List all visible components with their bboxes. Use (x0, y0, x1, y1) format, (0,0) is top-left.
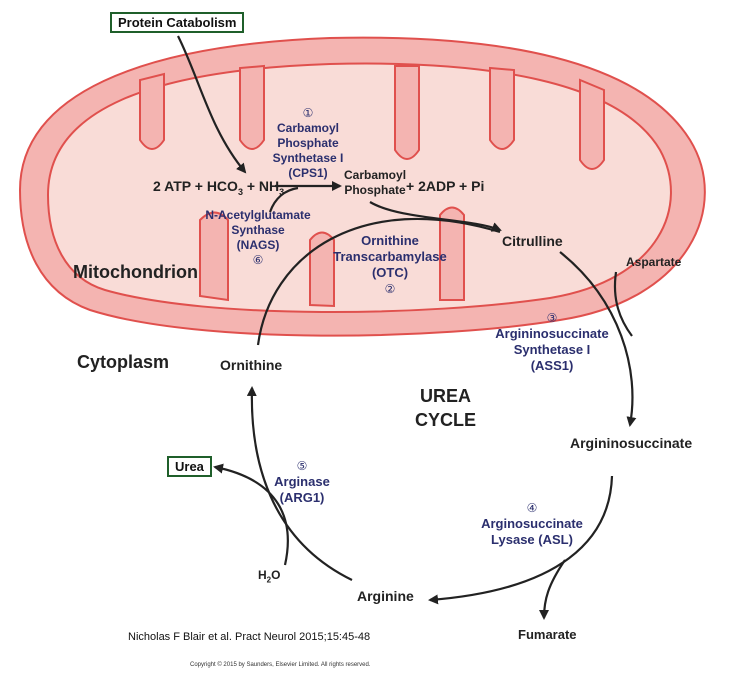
enzyme-cps1-line2: Phosphate (277, 136, 339, 150)
arrow-argininosuccinate-to-arginine (428, 475, 614, 605)
arrow-cp-to-citrulline (369, 201, 502, 232)
enzyme-otc: Ornithine Transcarbamylase (OTC) ② (328, 233, 452, 297)
byproducts-label: + 2ADP + Pi (406, 178, 485, 194)
arrow-nags-activation (268, 186, 299, 213)
cycle-title-line1: UREA (420, 386, 472, 406)
enzyme-nags: N-Acetylglutamate Synthase (NAGS) ⑥ (196, 208, 320, 268)
substrates-text-b: + NH (242, 178, 280, 194)
enzyme-cps1-line4: (CPS1) (288, 166, 328, 180)
water-subscript: 2 (266, 575, 272, 585)
enzyme-otc-line1: Ornithine (361, 233, 419, 248)
enzyme-nags-line1: N-Acetylglutamate (205, 208, 311, 222)
enzyme-otc-line3: (OTC) (371, 265, 409, 280)
citation: Nicholas F Blair et al. Pract Neurol 201… (128, 631, 371, 643)
enzyme-cps1-line1: Carbamoyl (276, 121, 340, 135)
water-o: O (271, 568, 281, 582)
enzyme-ass1-number: ③ (546, 311, 558, 325)
arrow-ornithine-to-citrulline (256, 217, 501, 346)
enzyme-asl: ④ Arginosuccinate Lysase (ASL) (470, 500, 594, 548)
enzyme-arg1-line1: Arginase (274, 474, 330, 489)
enzyme-asl-number: ④ (526, 501, 538, 515)
enzyme-otc-line2: Transcarbamylase (333, 249, 447, 264)
arrow-to-urea (213, 463, 289, 566)
water-label: H2O (258, 568, 280, 584)
carbamoyl-phosphate-label: Carbamoyl Phosphate (344, 168, 406, 198)
mitochondrion-label: Mitochondrion (73, 262, 198, 282)
enzyme-nags-line2: Synthase (231, 223, 285, 237)
carbamoyl-line1: Carbamoyl (344, 168, 407, 182)
arrow-aspartate-in (613, 271, 633, 337)
enzyme-asl-line1: Arginosuccinate (481, 516, 583, 531)
pathway-arrows (177, 35, 637, 620)
arrow-fumarate-out (539, 559, 566, 620)
enzyme-ass1: ③ Argininosuccinate Synthetase I (ASS1) (490, 310, 614, 374)
citrulline-label: Citrulline (502, 233, 563, 249)
water-h: H (258, 568, 267, 582)
arginine-label: Arginine (357, 588, 414, 604)
argininosuccinate-label: Argininosuccinate (570, 435, 693, 451)
enzyme-otc-number: ② (384, 282, 396, 296)
enzyme-arg1-number: ⑤ (296, 459, 308, 473)
enzyme-arg1: ⑤ Arginase (ARG1) (266, 458, 338, 506)
protein-catabolism-box: Protein Catabolism (110, 12, 245, 33)
enzyme-cps1: ① Carbamoyl Phosphate Synthetase I (CPS1… (266, 106, 350, 181)
ornithine-label: Ornithine (220, 357, 283, 373)
enzyme-nags-number: ⑥ (252, 253, 264, 267)
aspartate-label: Aspartate (626, 255, 682, 269)
carbamoyl-line2: Phosphate (344, 183, 406, 197)
enzyme-ass1-line3: (ASS1) (530, 358, 574, 373)
enzyme-nags-line3: (NAGS) (236, 238, 280, 252)
cycle-title-line2: CYCLE (415, 410, 477, 430)
subscript-3b: 3 (279, 186, 285, 197)
subscript-3: 3 (237, 186, 243, 197)
enzyme-ass1-line2: Synthetase I (513, 342, 591, 357)
enzyme-ass1-line1: Argininosuccinate (495, 326, 609, 341)
cristae (139, 64, 605, 308)
fumarate-label: Fumarate (518, 627, 577, 642)
cytoplasm-label: Cytoplasm (77, 352, 170, 372)
arrow-citrulline-to-argininosuccinate (559, 251, 637, 427)
cycle-title: UREA CYCLE (415, 384, 476, 432)
enzyme-cps1-line3: Synthetase I (272, 151, 344, 165)
arrow-arginine-to-ornithine (246, 386, 353, 581)
enzyme-cps1-number: ① (302, 106, 314, 120)
reaction-substrates: 2 ATP + HCO3 + NH3 (153, 178, 284, 197)
enzyme-asl-line2: Lysase (ASL) (491, 532, 573, 547)
copyright: Copyright © 2015 by Saunders, Elsevier L… (190, 662, 371, 668)
enzyme-arg1-line2: (ARG1) (279, 490, 325, 505)
arrow-protein-to-nh3 (177, 35, 247, 174)
substrates-text-a: 2 ATP + HCO (153, 178, 238, 194)
urea-box: Urea (167, 456, 212, 477)
